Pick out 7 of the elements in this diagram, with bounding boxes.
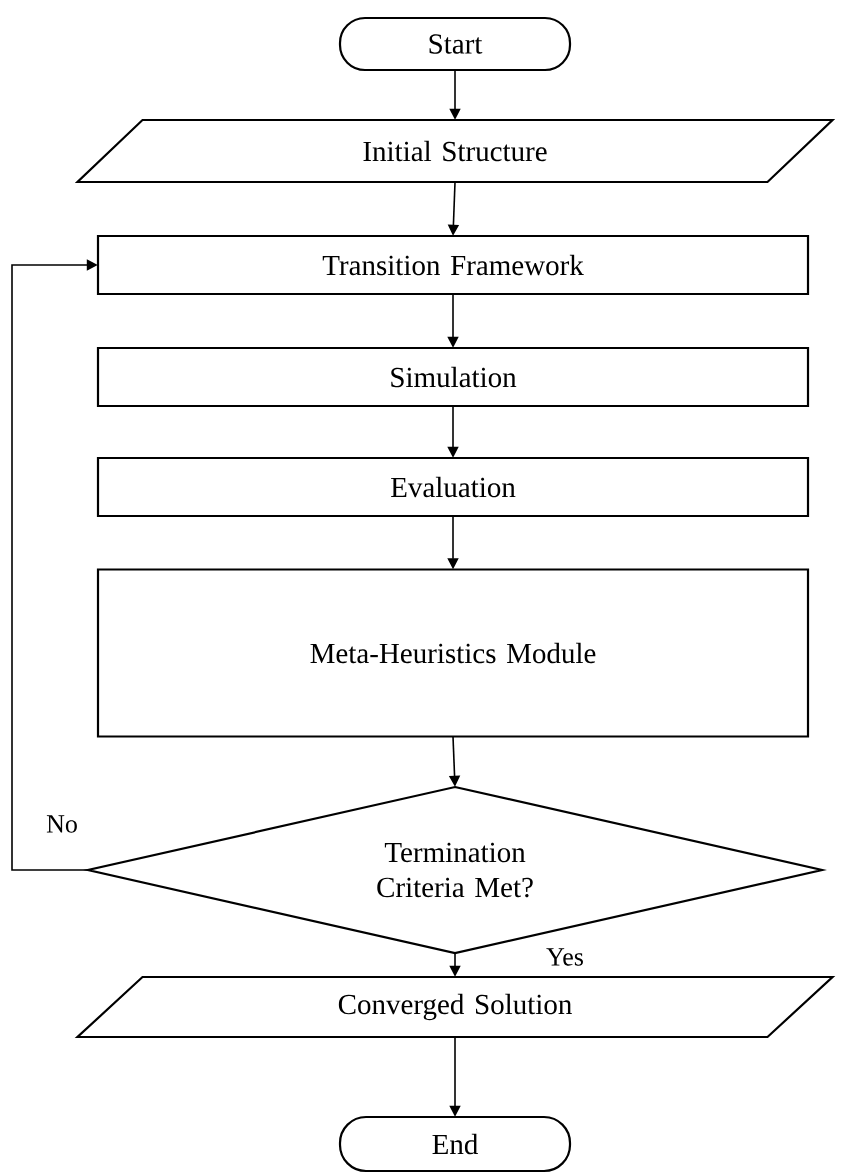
process-box: Evaluation [96,456,810,518]
terminal-box: End [338,1115,572,1173]
process-box: Simulation [96,346,810,408]
process-box: Transition Framework [96,234,810,296]
process-box: Meta-Heuristics Module [96,568,810,738]
edge-label: No [45,814,79,834]
terminal-box: Start [338,16,572,72]
